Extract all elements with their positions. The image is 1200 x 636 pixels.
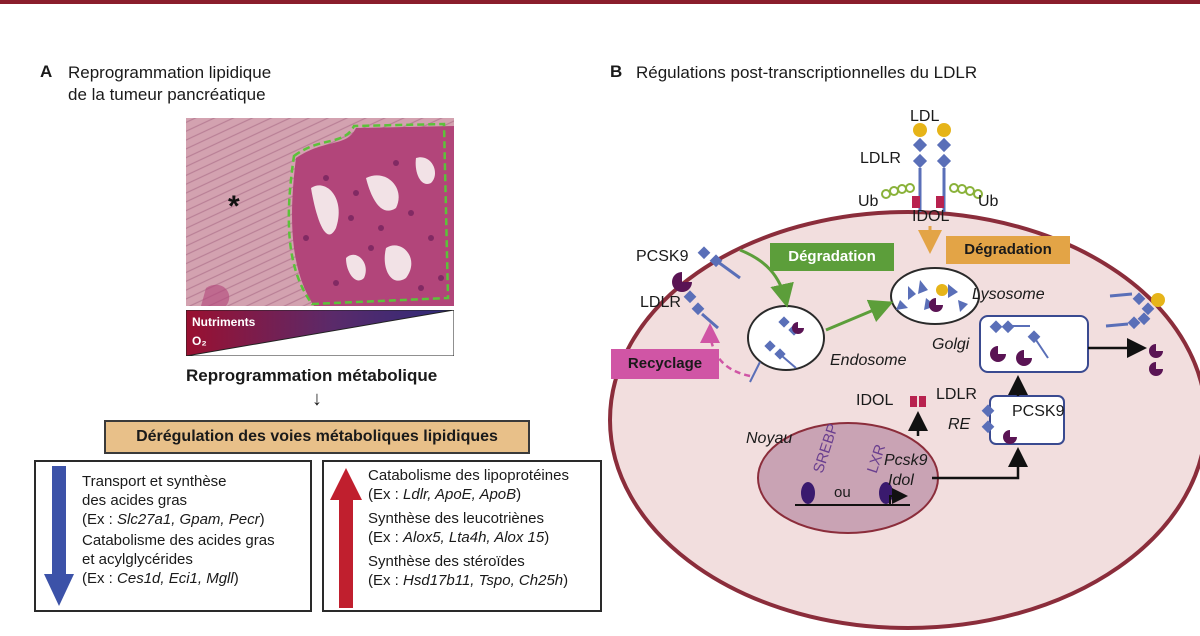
right-box-line6: (Ex : Hsd17b11, Tspo, Ch25h): [368, 572, 569, 589]
pcsk9-re-label: PCSK9: [1012, 403, 1065, 420]
stroma-asterisk: *: [228, 190, 240, 223]
golgi-label: Golgi: [932, 336, 970, 353]
recycling-arrow: [700, 323, 751, 378]
right-box-line4: (Ex : Alox5, Lta4h, Alox 15): [368, 529, 550, 546]
right-box-line3: Synthèse des leucotriènes: [368, 510, 544, 527]
re-label: RE: [948, 416, 971, 433]
ldlr-top-label: LDLR: [860, 150, 901, 167]
ldlr-regulation-diagram: [608, 123, 1200, 630]
nutrients-label: Nutriments: [192, 315, 256, 329]
idol-gene-label: Idol: [888, 472, 914, 489]
left-box-line3: (Ex : Slc27a1, Gpam, Pecr): [82, 511, 265, 528]
left-box-line4: Catabolisme des acides gras: [82, 532, 275, 549]
ldlr-left-label: LDLR: [640, 294, 681, 311]
endosome-to-lysosome-arrow: [825, 299, 894, 332]
ubiquitin-chain: [881, 183, 983, 199]
ldlr-re-label: LDLR: [936, 386, 977, 403]
nutrient-oxygen-gradient: Nutriments O₂: [185, 309, 455, 357]
left-box-line1: Transport et synthèse: [82, 473, 227, 490]
panel-b-letter: B: [610, 62, 623, 81]
downregulated-box: Transport et synthèse des acides gras (E…: [34, 460, 312, 612]
top-brand-bar: [0, 0, 1200, 4]
oxygen-label: O₂: [192, 334, 207, 348]
panel-b-title: Régulations post-transcriptionnelles du …: [636, 63, 978, 82]
srebp-blob: [801, 482, 815, 504]
endosome-label: Endosome: [830, 352, 907, 369]
panel-a-title-line2: de la tumeur pancréatique: [68, 85, 266, 104]
gradient-wedge: [185, 309, 455, 357]
upregulated-box: Catabolisme des lipoprotéines (Ex : Ldlr…: [322, 460, 602, 612]
pcsk9-gene-label: Pcsk9: [884, 452, 928, 469]
left-box-line6: (Ex : Ces1d, Eci1, Mgll): [82, 570, 239, 587]
right-box-line1: Catabolisme des lipoprotéines: [368, 467, 569, 484]
degradation-orange-label: Dégradation: [946, 236, 1070, 264]
nucleus-to-re-arrow: [932, 447, 1028, 480]
degradation-green-label: Dégradation: [770, 243, 894, 271]
idol-protein-mid: [910, 396, 917, 407]
left-box-line5: et acylglycérides: [82, 551, 193, 568]
down-arrow-icon: [44, 466, 74, 606]
membrane-ldlr-pair: [912, 123, 952, 212]
lysosome-label: Lysosome: [972, 286, 1045, 303]
recyclage-label: Recyclage: [611, 349, 719, 379]
noyau-label: Noyau: [746, 430, 793, 447]
pcsk9-left-label: PCSK9: [636, 248, 689, 265]
up-arrow-icon: [330, 468, 362, 608]
histology-image: [186, 118, 454, 306]
ou-label: ou: [834, 484, 851, 501]
histology-micrograph: *: [186, 118, 454, 306]
left-box-line2: des acides gras: [82, 492, 188, 509]
down-arrow-glyph: ↓: [312, 388, 322, 410]
lysosome-contents: [896, 280, 968, 312]
right-box-line5: Synthèse des stéroïdes: [368, 553, 525, 570]
lysosome: [890, 267, 980, 325]
reprogrammation-label: Reprogrammation métabolique: [186, 366, 438, 385]
deregulation-title: Dérégulation des voies métaboliques lipi…: [104, 420, 530, 454]
idol-mid-label: IDOL: [856, 392, 894, 409]
right-box-line2: (Ex : Ldlr, ApoE, ApoB): [368, 486, 522, 503]
ldl-label: LDL: [910, 108, 940, 125]
ub-right-label: Ub: [978, 193, 999, 210]
idol-top-label: IDOL: [912, 208, 950, 225]
ub-left-label: Ub: [858, 193, 879, 210]
panel-a-letter: A: [40, 62, 53, 81]
endosome-contents: [749, 316, 804, 383]
promoter-arrow: [889, 488, 908, 505]
panel-a-title-line1: Reprogrammation lipidique: [68, 63, 272, 82]
